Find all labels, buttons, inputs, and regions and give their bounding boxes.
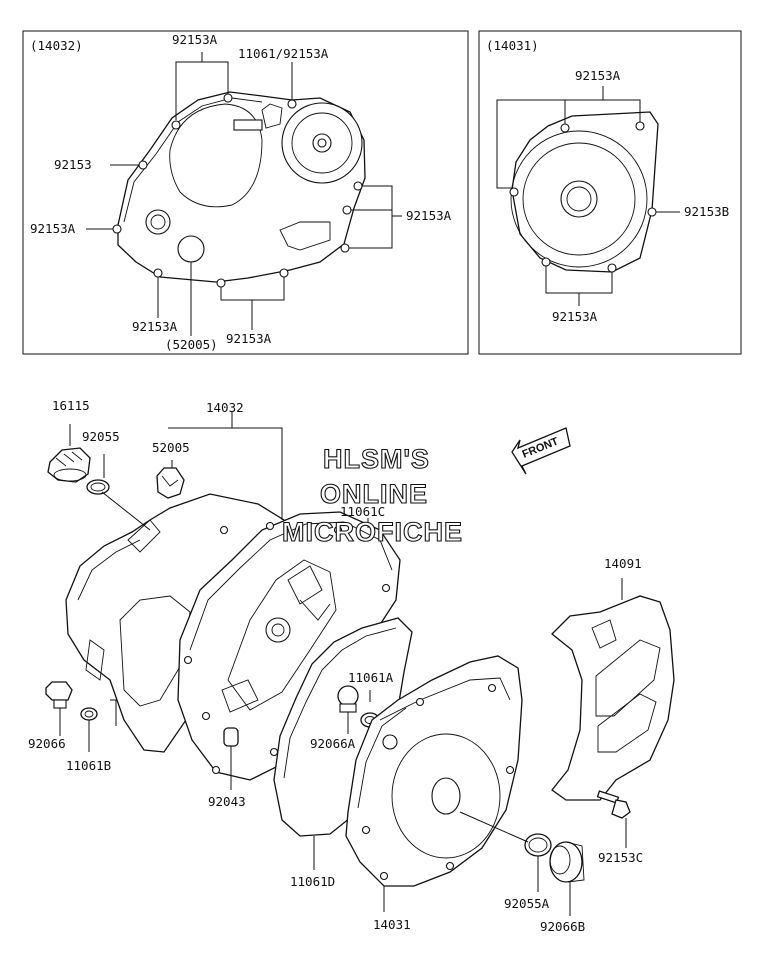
label-cap: 16115 [52, 398, 90, 413]
inset-left-leaders [86, 52, 402, 336]
inset-left-ref: (14032) [30, 38, 83, 53]
label-inset-left-top-pair: 92153A [172, 32, 218, 47]
watermark-line3: MICROFICHE [282, 517, 463, 547]
inset-left-pump-center [317, 138, 327, 148]
label-inset-right-top: 92153A [575, 68, 621, 83]
inset-left-boss [261, 103, 283, 129]
label-inset-left-left-lower: 92153A [30, 221, 76, 236]
inset-left-port-inner [150, 214, 166, 230]
inset-right-leaders [496, 86, 680, 306]
oring-top [86, 479, 110, 495]
label-cover-small: 14091 [604, 556, 642, 571]
inset-left-port-ring [145, 209, 171, 235]
label-inset-right-right: 92153B [684, 204, 729, 219]
inset-left-plug-ring [177, 235, 205, 263]
label-dowel: 92043 [208, 794, 246, 809]
clutch-cover-boss [265, 617, 291, 643]
watermark: HLSM'S ONLINE MICROFICHE [281, 443, 463, 547]
generator-cover-bolt-holes [361, 683, 515, 881]
label-plug-top: 52005 [152, 440, 190, 455]
main-leaders [59, 412, 627, 916]
inset-right-rotor-outer [510, 130, 648, 268]
clutch-cover-inner [227, 559, 337, 711]
label-inset-left-top-right: 11061/92153A [238, 46, 329, 61]
label-plug-bottom: 92066B [540, 919, 585, 934]
small-cover-window-lower [597, 693, 657, 753]
dowel-pin [223, 727, 239, 747]
cover-bolt [596, 790, 631, 819]
gasket-lower-edge [283, 627, 397, 779]
generator-cover-port [431, 777, 461, 815]
main-view: FRONT 16115 92055 14032 [28, 398, 675, 934]
label-oring-top: 92055 [82, 429, 120, 444]
label-cover-lower: 14031 [373, 917, 411, 932]
crankcase-flange [77, 539, 141, 601]
inset-right-frame [478, 30, 742, 355]
washer-left [80, 707, 98, 721]
label-plug-left: 92066 [28, 736, 66, 751]
crankcase-tab [85, 639, 105, 681]
inset-right-hub [560, 180, 598, 218]
gasket-lower [273, 617, 413, 837]
small-cover [551, 595, 675, 801]
inset-left-pump-ring [291, 112, 353, 174]
watermark-line2: ONLINE [320, 479, 428, 509]
clutch-cover [177, 511, 401, 781]
small-cover-window-upper [595, 639, 661, 717]
inset-right-ref: (14031) [486, 38, 539, 53]
label-inset-left-right: 92153A [406, 208, 452, 223]
generator-cover-boss [382, 734, 398, 750]
label-gasket-bottom: 11061D [290, 874, 335, 889]
drain-plug-left [45, 681, 73, 709]
label-inset-left-bottom-right: 92153A [226, 331, 272, 346]
inset-left-bolt-holes [112, 93, 363, 288]
label-inset-left-bottom-plug: (52005) [165, 337, 218, 352]
plug-mid [337, 685, 359, 713]
inset-left-slot [233, 119, 263, 131]
inset-left: (14032) [22, 30, 469, 355]
clutch-cover-lug [221, 679, 259, 713]
small-cover-tab [591, 619, 617, 649]
clutch-cover-bolt-holes [183, 521, 391, 775]
filler-boss [127, 519, 161, 553]
inset-left-clutch-bowl [169, 103, 263, 208]
label-washer-mid: 11061A [348, 670, 394, 685]
label-cover-main: 14032 [206, 400, 244, 415]
label-inset-left-left-upper: 92153 [54, 157, 92, 172]
inspection-plug [156, 467, 185, 499]
generator-cover [345, 655, 523, 887]
label-oring-bottom: 92055A [504, 896, 550, 911]
label-inset-left-bottom-left: 92153A [132, 319, 178, 334]
generator-cover-rim [379, 677, 511, 721]
inset-right-hub-inner [566, 186, 592, 212]
label-inset-right-bottom: 92153A [552, 309, 598, 324]
plug-bottom [549, 841, 585, 883]
label-bolt: 92153C [598, 850, 643, 865]
label-plug-mid: 92066A [310, 736, 356, 751]
watermark-line1: HLSM'S [323, 444, 430, 474]
inset-left-lower-rib [279, 221, 331, 251]
inset-right-rotor-inner [522, 142, 636, 256]
generator-cover-edge [357, 707, 407, 809]
filler-cap [47, 447, 91, 483]
front-arrow: FRONT [511, 427, 571, 475]
inset-left-frame [22, 30, 469, 355]
inset-right: (14031) 92153A 92153B 92153A [478, 30, 742, 355]
clutch-cover-flange [189, 521, 393, 651]
generator-cover-dome [391, 733, 501, 859]
clutch-cover-ribs [287, 565, 331, 621]
label-washer-left: 11061B [66, 758, 111, 773]
label-gasket-top: 11061C [340, 504, 385, 519]
